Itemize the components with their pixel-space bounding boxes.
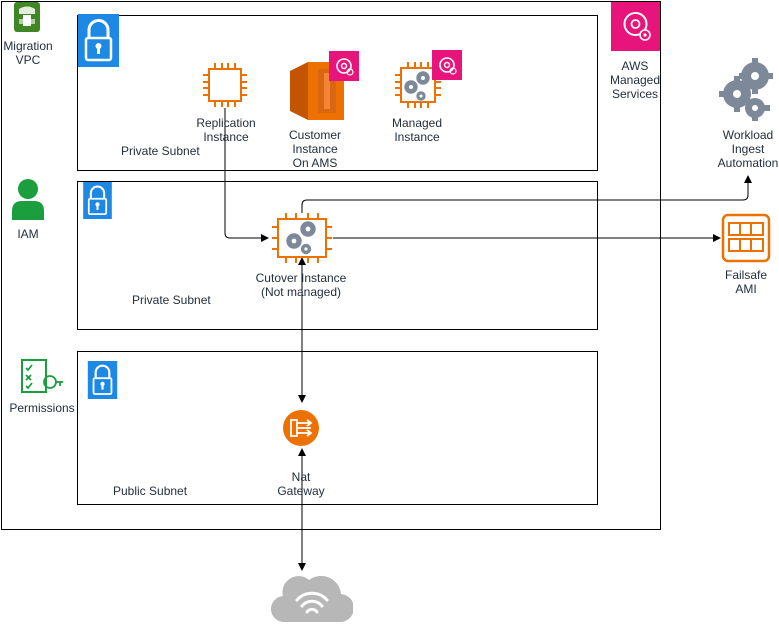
public-subnet [77,351,598,505]
managed-instance-icon [395,62,441,108]
private-subnet-middle [77,181,598,330]
replication-instance-label: Replication Instance [196,116,256,144]
vpc-label: Migration VPC [3,39,53,67]
lock-icon-middle-subnet [83,182,112,219]
vpc-icon [14,2,40,32]
managed-instance-label: Managed Instance [391,116,443,144]
internet-cloud-icon [271,575,353,623]
ams-badge-icon-managed [432,50,462,80]
permissions-icon [21,359,63,393]
iam-user-icon [12,179,44,220]
permissions-label: Permissions [9,401,75,415]
connector-cutover-to-workload [301,175,752,213]
iam-label: IAM [17,227,39,241]
middle-subnet-label: Private Subnet [132,293,211,307]
connector-replication-to-cutover [224,108,269,242]
cutover-instance-icon [272,213,332,263]
aws-managed-services-label: AWS Managed Services [609,59,661,101]
nat-gateway-label: Nat Gateway [277,470,325,498]
workload-ingest-gears-icon [719,58,773,121]
top-subnet-label: Private Subnet [121,144,200,158]
private-subnet-top [77,15,598,171]
workload-ingest-label: Workload Ingest Automation [717,128,779,170]
vpc-container [1,1,661,530]
ams-badge-icon-customer [329,51,359,81]
lock-icon-public-subnet [87,361,118,399]
lock-icon-top-subnet [78,14,119,67]
replication-instance-icon [203,63,247,107]
customer-instance-label: Customer Instance On AMS [288,128,341,170]
failsafe-ami-label: Failsafe AMI [724,268,768,296]
cutover-instance-label: Cutover Instance (Not managed) [255,271,347,299]
aws-managed-services-icon [611,2,660,51]
bottom-subnet-label: Public Subnet [113,484,188,498]
failsafe-ami-icon [721,213,771,263]
nat-gateway-icon [283,410,319,446]
